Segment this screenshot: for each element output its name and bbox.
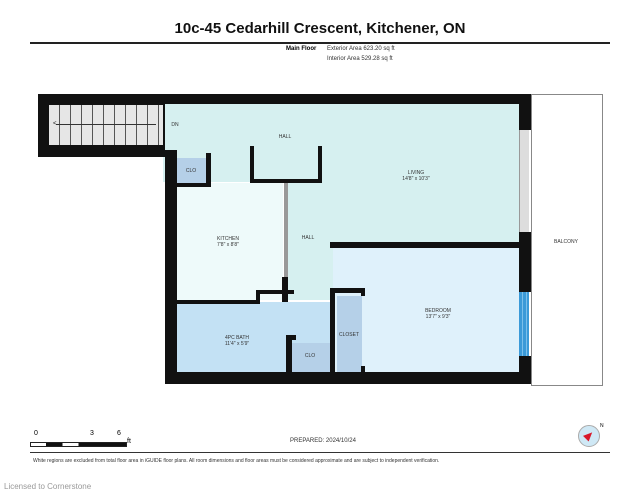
kitchen-room: [177, 183, 283, 300]
closet-label: CLOSET: [338, 332, 360, 338]
scale-bar: 0 3 6 ft: [30, 430, 140, 450]
clo-top-room: [177, 158, 206, 183]
hall-top-label: HALL: [278, 134, 292, 140]
closet-room: [337, 296, 362, 372]
footer-divider: [30, 452, 610, 453]
page-title: 10c-45 Cedarhill Crescent, Kitchener, ON: [174, 20, 466, 37]
watermark: Licensed to Cornerstone: [4, 482, 92, 491]
stairs: [49, 105, 163, 145]
stair-arrow-icon: [56, 124, 156, 125]
prepared-date: PREPARED: 2024/10/24: [290, 438, 356, 444]
bedroom-room: [333, 248, 519, 372]
hall-mid-label: HALL: [301, 235, 315, 241]
floor-label: Main Floor: [286, 46, 317, 52]
title-divider: [30, 42, 610, 44]
balcony-area: [531, 94, 603, 386]
living-window: [519, 130, 529, 232]
clo-bath-label: CLO: [304, 353, 316, 359]
clo-bath-room: [292, 343, 330, 372]
interior-area: Interior Area 529.28 sq ft: [327, 56, 393, 62]
clo-top-label: CLO: [185, 168, 197, 174]
stairs-label: DN: [171, 122, 179, 128]
balcony-label: BALCONY: [554, 239, 578, 245]
exterior-area: Exterior Area 623.20 sq ft: [327, 46, 395, 52]
hall-mid-room: [288, 182, 333, 300]
bedroom-window: [519, 292, 529, 356]
disclaimer: White regions are excluded from total fl…: [33, 458, 440, 464]
compass-icon: [578, 425, 600, 447]
compass-north: N: [600, 423, 604, 429]
